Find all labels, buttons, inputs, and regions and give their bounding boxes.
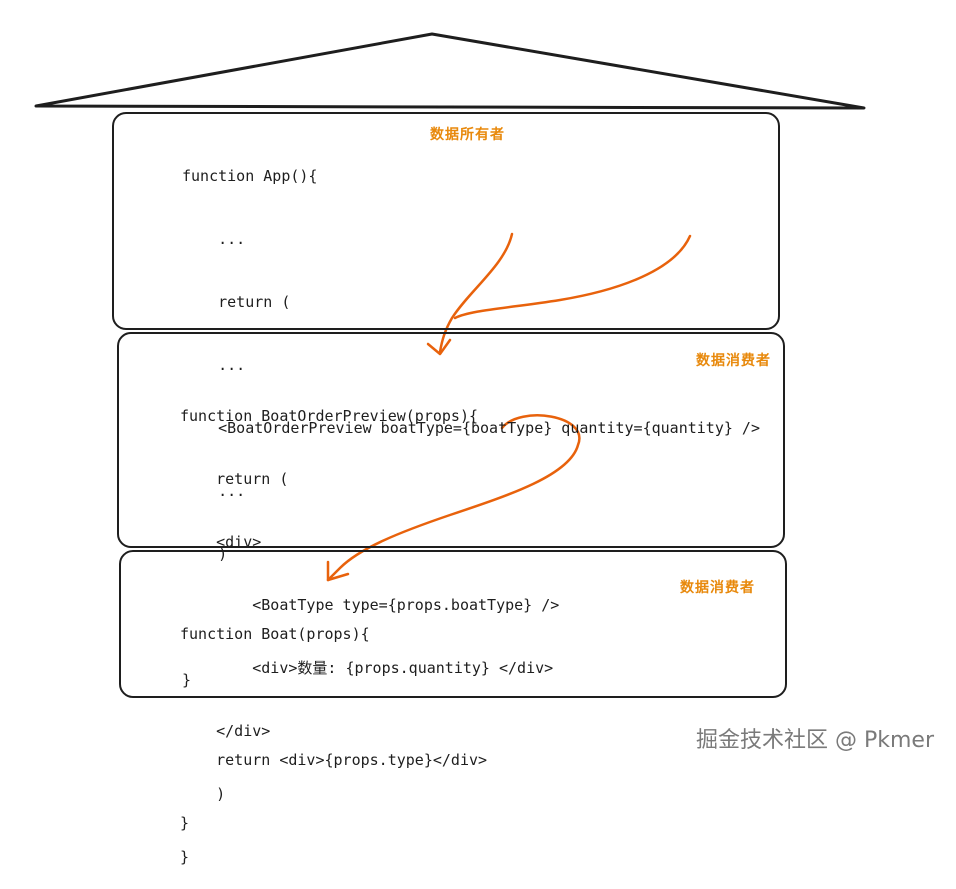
code-line: <BoatOrderPreview boatType={boatType} qu… <box>182 419 760 437</box>
code-line: return ( <box>180 470 289 488</box>
code-line: <div> <box>180 533 262 551</box>
code-line: return ( <box>182 293 291 311</box>
code-line: return <div>{props.type}</div> <box>180 751 488 769</box>
data-owner-label: 数据所有者 <box>430 127 505 143</box>
boat-code-block: function Boat(props){ return <div>{props… <box>180 582 487 855</box>
code-line: function Boat(props){ <box>180 625 370 643</box>
arrow-boattype-head <box>426 338 452 356</box>
preview-component-box <box>117 332 785 548</box>
app-component-box <box>112 112 780 330</box>
boat-component-box <box>119 550 787 698</box>
code-line <box>180 687 487 708</box>
diagram-canvas <box>34 32 866 582</box>
preview-code-block: function BoatOrderPreview(props){ return… <box>180 364 559 889</box>
code-line: function App(){ <box>182 167 318 185</box>
code-line: <BoatType type={props.boatType} /> <box>180 596 560 614</box>
code-line: ... <box>182 230 246 248</box>
code-line: } <box>182 671 192 689</box>
code-line: <div>数量: {props.quantity} </div> <box>180 659 554 677</box>
watermark: 掘金技术社区 @ Pkmer <box>695 728 934 753</box>
code-line: ... <box>182 482 246 500</box>
arrow-boat-head <box>326 560 350 582</box>
code-line: ) <box>182 545 228 563</box>
data-consumer-label: 数据消费者 <box>696 353 771 369</box>
app-code-block: function App(){ ... return ( ... <BoatOr… <box>182 124 760 712</box>
code-line: ... <box>182 356 246 374</box>
arrow-boattype-to-boat <box>326 414 581 582</box>
data-consumer-label: 数据消费者 <box>680 580 755 596</box>
code-line: } <box>180 814 190 832</box>
arrow-boattype-to-preview <box>438 232 514 354</box>
roof-outline <box>34 32 866 110</box>
code-line: </div> <box>180 722 271 740</box>
arrow-quantity-to-preview <box>453 234 692 320</box>
code-line: function BoatOrderPreview(props){ <box>180 407 479 425</box>
